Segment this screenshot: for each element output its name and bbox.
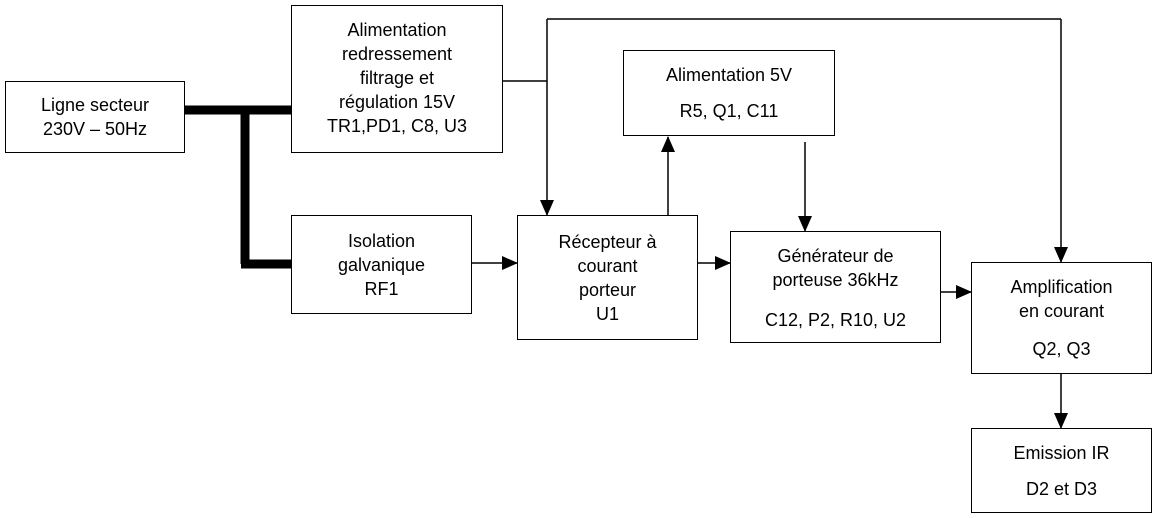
block-text-line: redressement [341,44,453,64]
block-text-line: Q2, Q3 [1032,339,1091,359]
block-alimentation-5v: Alimentation 5V R5, Q1, C11 [623,50,835,136]
block-emission-ir: Emission IR D2 et D3 [971,428,1152,513]
block-text-line: Ligne secteur [40,95,150,115]
block-text-line: Générateur de [777,246,894,266]
block-text-line: Alimentation [347,20,447,40]
block-text-line: Emission IR [1013,443,1110,463]
block-text-line: Amplification [1010,277,1113,297]
block-text-line: TR1,PD1, C8, U3 [326,116,468,136]
block-text-line: filtrage et [359,68,435,88]
block-text-line: 230V – 50Hz [42,119,148,139]
block-text-line: U1 [595,304,619,324]
block-text-line: RF1 [364,279,399,299]
block-text-line: Récepteur à [558,232,657,252]
block-text-line: courant [577,256,638,276]
block-text-line: R5, Q1, C11 [679,101,779,121]
block-text-line: régulation 15V [338,92,456,112]
block-ligne-secteur: Ligne secteur 230V – 50Hz [5,81,185,153]
block-text-line: porteuse 36kHz [772,270,899,290]
block-text-line: galvanique [337,255,426,275]
block-text-line: en courant [1018,301,1105,321]
block-alimentation-15v: Alimentation redressement filtrage et régul… [291,5,503,153]
block-text-line: porteur [578,280,637,300]
block-text-line: D2 et D3 [1025,479,1098,499]
block-text-line: Alimentation 5V [665,65,793,85]
block-text-line: C12, P2, R10, U2 [764,310,907,330]
block-text-line: Isolation [347,231,416,251]
